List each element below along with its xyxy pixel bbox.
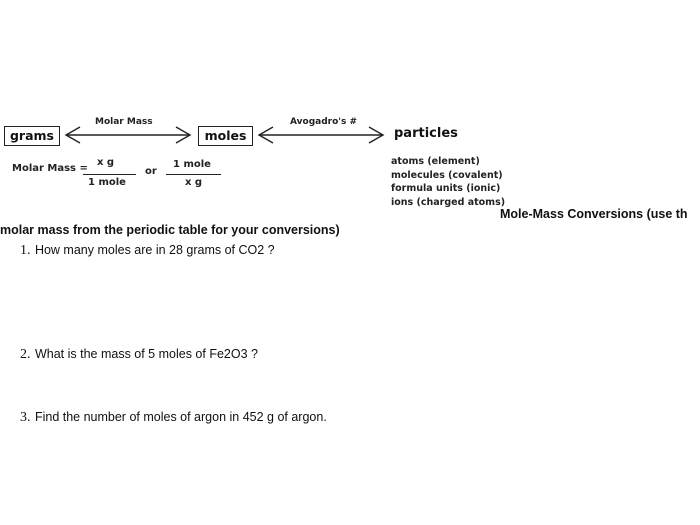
list-item: ions (charged atoms)	[391, 197, 506, 209]
question-number: 3.	[20, 410, 31, 425]
particle-types-list: atoms (element) molecules (covalent) for…	[391, 155, 505, 210]
moles-box: moles	[198, 126, 253, 146]
fraction2-numerator: 1 mole	[173, 159, 211, 170]
fraction2-denominator: x g	[185, 177, 203, 188]
or-label: or	[145, 166, 157, 177]
fraction2-bar	[166, 174, 221, 175]
question-text: What is the mass of 5 moles of Fe2O3 ?	[34, 347, 258, 361]
question-text: Find the number of moles of argon in 452…	[34, 410, 327, 424]
list-item: atoms (element)	[391, 156, 480, 167]
worksheet-title-part1: Mole-Mass Conversions (use th	[500, 207, 688, 221]
question-text: How many moles are in 28 grams of CO2 ?	[34, 243, 275, 257]
moles-label: moles	[204, 128, 247, 143]
question-1: 1. How many moles are in 28 grams of CO2…	[20, 241, 275, 259]
question-3: 3. Find the number of moles of argon in …	[20, 408, 327, 426]
avogadro-double-arrow	[257, 126, 385, 144]
fraction1-bar	[83, 174, 136, 175]
formula-prefix: Molar Mass =	[12, 163, 88, 174]
molar-mass-arrow-label: Molar Mass	[95, 117, 153, 127]
question-2: 2. What is the mass of 5 moles of Fe2O3 …	[20, 345, 258, 363]
grams-label: grams	[9, 128, 54, 143]
fraction1-denominator: 1 mole	[88, 177, 126, 188]
particles-label: particles	[394, 126, 458, 141]
list-item: formula units (ionic)	[391, 183, 501, 195]
list-item: molecules (covalent)	[391, 169, 503, 181]
fraction1-numerator: x g	[97, 157, 115, 168]
avogadro-arrow-label: Avogadro's #	[290, 117, 358, 127]
molar-mass-double-arrow	[64, 126, 192, 144]
question-number: 1.	[20, 243, 31, 258]
worksheet-title-part2: molar mass from the periodic table for y…	[0, 223, 340, 237]
question-number: 2.	[20, 347, 31, 362]
grams-box: grams	[4, 126, 60, 146]
